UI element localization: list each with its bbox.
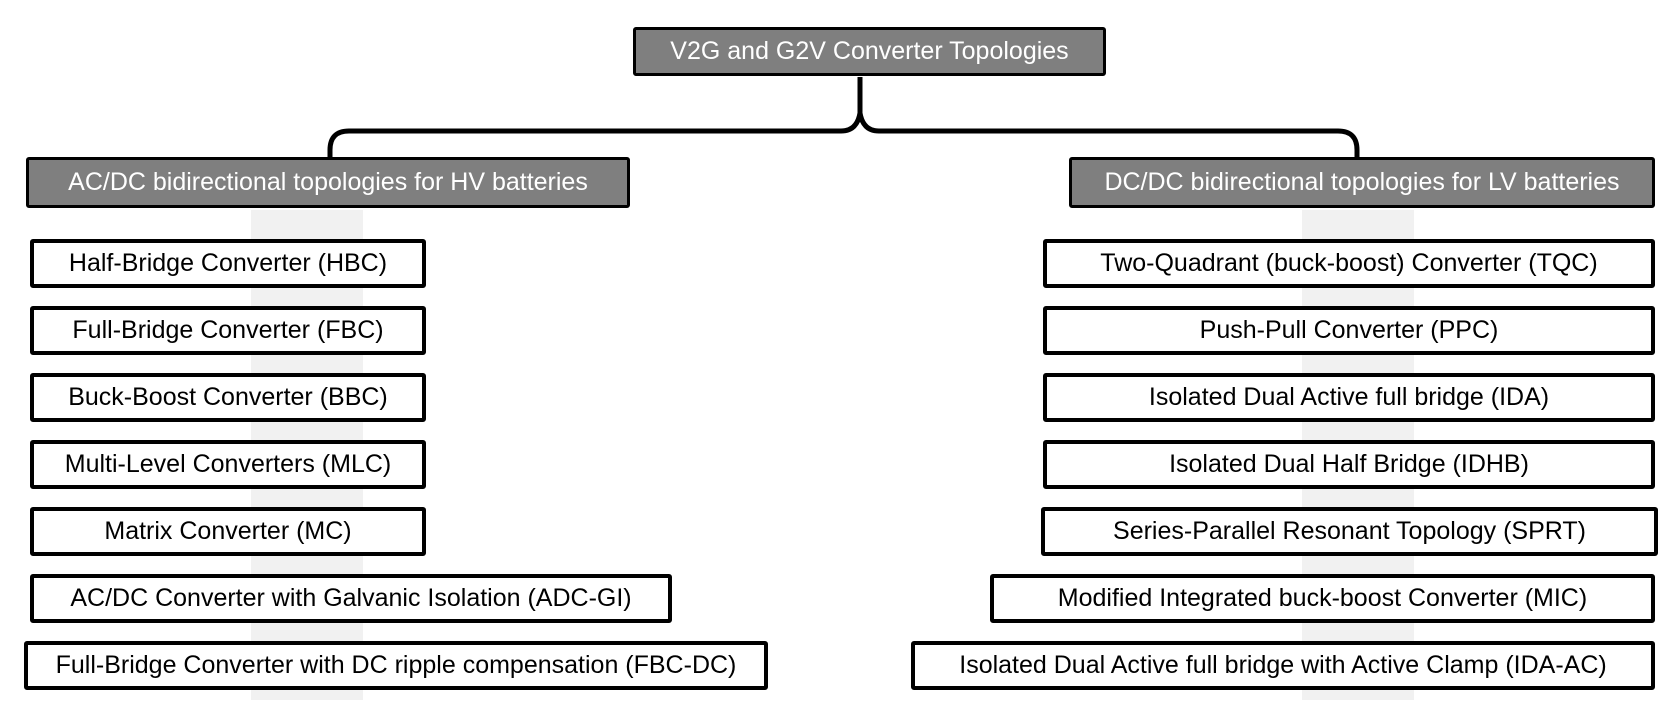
node-mlc: Multi-Level Converters (MLC) (30, 440, 426, 489)
node-mc: Matrix Converter (MC) (30, 507, 426, 556)
node-tqc: Two-Quadrant (buck-boost) Converter (TQC… (1043, 239, 1655, 288)
root-node-title: V2G and G2V Converter Topologies (633, 27, 1106, 76)
branch-header-acdc-hv: AC/DC bidirectional topologies for HV ba… (26, 157, 630, 208)
node-mic: Modified Integrated buck-boost Converter… (990, 574, 1655, 623)
node-hbc: Half-Bridge Converter (HBC) (30, 239, 426, 288)
node-bbc: Buck-Boost Converter (BBC) (30, 373, 426, 422)
node-sprt: Series-Parallel Resonant Topology (SPRT) (1041, 507, 1658, 556)
node-idhb: Isolated Dual Half Bridge (IDHB) (1043, 440, 1655, 489)
node-ida-ac: Isolated Dual Active full bridge with Ac… (911, 641, 1655, 690)
node-fbc-dc: Full-Bridge Converter with DC ripple com… (24, 641, 768, 690)
branch-header-dcdc-lv: DC/DC bidirectional topologies for LV ba… (1069, 157, 1655, 208)
node-ida: Isolated Dual Active full bridge (IDA) (1043, 373, 1655, 422)
node-fbc: Full-Bridge Converter (FBC) (30, 306, 426, 355)
node-ppc: Push-Pull Converter (PPC) (1043, 306, 1655, 355)
node-adc-gi: AC/DC Converter with Galvanic Isolation … (30, 574, 672, 623)
